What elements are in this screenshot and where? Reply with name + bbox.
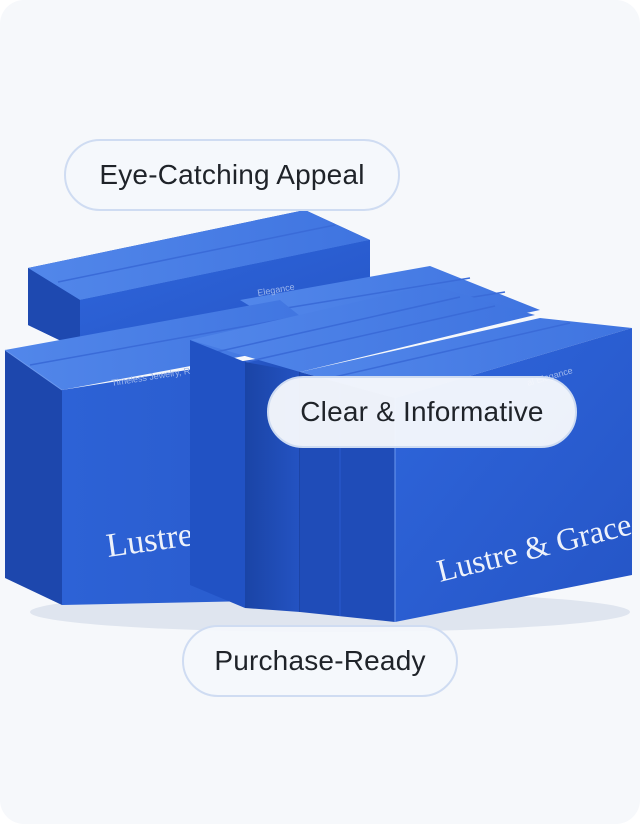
box-front-right: al Elegance Lustre & Grace	[300, 318, 635, 622]
box-back-left	[28, 210, 370, 350]
feature-pill-eye-catching: Eye-Catching Appeal	[64, 139, 400, 211]
feature-pill-purchase-ready: Purchase-Ready	[182, 625, 458, 697]
feature-label: Eye-Catching Appeal	[99, 159, 365, 190]
feature-label: Clear & Informative	[300, 396, 544, 427]
feature-pill-clear-informative: Clear & Informative	[267, 376, 577, 448]
feature-label: Purchase-Ready	[214, 645, 426, 676]
